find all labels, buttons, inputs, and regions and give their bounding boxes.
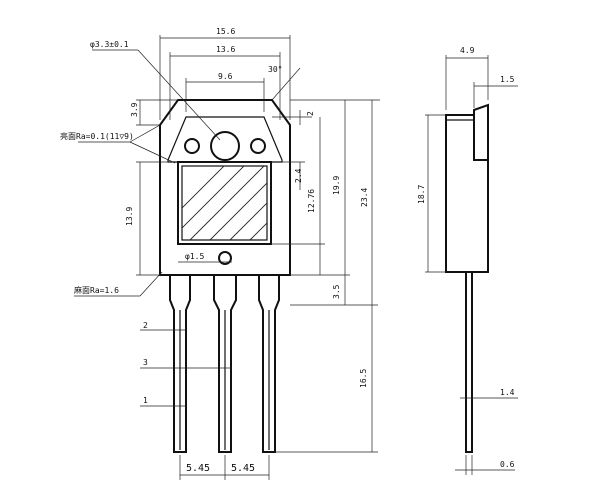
- dim-tab-step: 2: [306, 111, 315, 116]
- dim-top-chamfer: 3.9: [130, 102, 139, 117]
- dim-side-body-height: 18.7: [417, 185, 426, 204]
- lead-2: [213, 275, 237, 453]
- roughness-top: 亮面Ra=0.1(11▽9): [60, 131, 134, 141]
- roughness-bottom: 麻面Ra=1.6: [74, 285, 119, 295]
- dim-side-thickness: 4.9: [460, 46, 475, 55]
- right-tab-hole: [250, 138, 266, 154]
- dim-lead-3: 3: [143, 358, 148, 367]
- dim-total-height: 23.4: [360, 188, 369, 207]
- side-view: 4.9 1.5 18.7 1.4 0.6: [417, 46, 518, 475]
- dim-lead-width: 1.4: [500, 388, 515, 397]
- dim-lead-shoulder: 3.5: [332, 284, 341, 299]
- front-view: 15.6 13.6 9.6 30° φ3.3±0.1 亮面Ra=0.1(11▽9…: [60, 27, 380, 480]
- dim-pitch-left: 5.45: [186, 463, 210, 474]
- die-pad: [177, 161, 272, 245]
- left-tab-hole: [184, 138, 200, 154]
- side-lead: [465, 272, 473, 453]
- dim-lead-2: 2: [143, 321, 148, 330]
- dim-body-height: 19.9: [332, 176, 341, 195]
- dim-lead-length: 16.5: [359, 369, 368, 388]
- dim-outer-width: 15.6: [216, 27, 235, 36]
- dim-lead-1: 1: [143, 396, 148, 405]
- dim-lead-thickness: 0.6: [500, 460, 515, 469]
- small-hole: [218, 251, 232, 265]
- dim-hole-diameter: φ3.3±0.1: [90, 40, 129, 49]
- lead-1: [169, 275, 191, 453]
- dim-chamfer-angle: 30°: [268, 65, 282, 74]
- tab-inner-outline: [167, 116, 283, 163]
- die-pad-hatch: [182, 166, 267, 240]
- dim-hole-spacing: 9.6: [218, 72, 233, 81]
- lead-3: [258, 275, 280, 453]
- dim-pitch-right: 5.45: [231, 463, 255, 474]
- dim-die-offset: 2.4: [294, 168, 303, 183]
- die-pad-inner: [181, 165, 268, 241]
- dim-tab-width: 13.6: [216, 45, 235, 54]
- leads: [169, 275, 280, 453]
- dim-tab-thickness: 1.5: [500, 75, 515, 84]
- side-body: [445, 114, 489, 273]
- dim-small-hole: φ1.5: [185, 252, 204, 261]
- side-tab: [473, 103, 489, 161]
- dim-window-height: 12.76: [307, 189, 316, 213]
- dim-side-height: 13.9: [125, 207, 134, 226]
- mounting-hole: [210, 131, 240, 161]
